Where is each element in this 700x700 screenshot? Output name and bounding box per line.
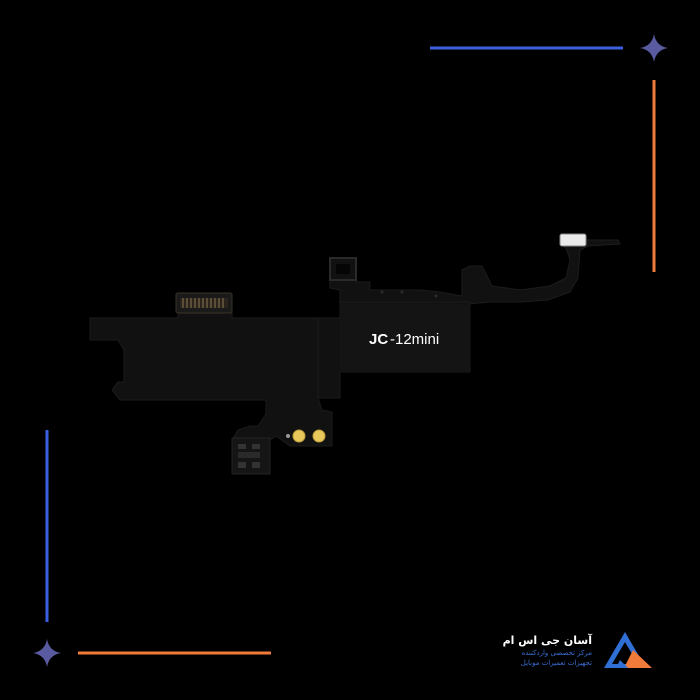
company-name: آسان جی اس ام [502, 634, 592, 647]
company-logo-icon [604, 632, 652, 668]
sparkle-icon-bottom-left [33, 639, 61, 667]
model-label: -12mini [390, 331, 439, 348]
company-tagline-1: مرکز تخصصی واردکننده [521, 649, 592, 657]
company-tagline-2: تجهیزات تعمیرات موبایل [520, 659, 592, 667]
flex-cable [89, 233, 621, 475]
gold-contact-right [312, 429, 326, 443]
company-logo-text: آسان جی اس ام مرکز تخصصی واردکننده تجهیز… [503, 634, 592, 668]
sparkle-icon-top-right [640, 34, 668, 62]
brand-mark: JC [369, 331, 388, 348]
gold-contact-left [292, 429, 306, 443]
